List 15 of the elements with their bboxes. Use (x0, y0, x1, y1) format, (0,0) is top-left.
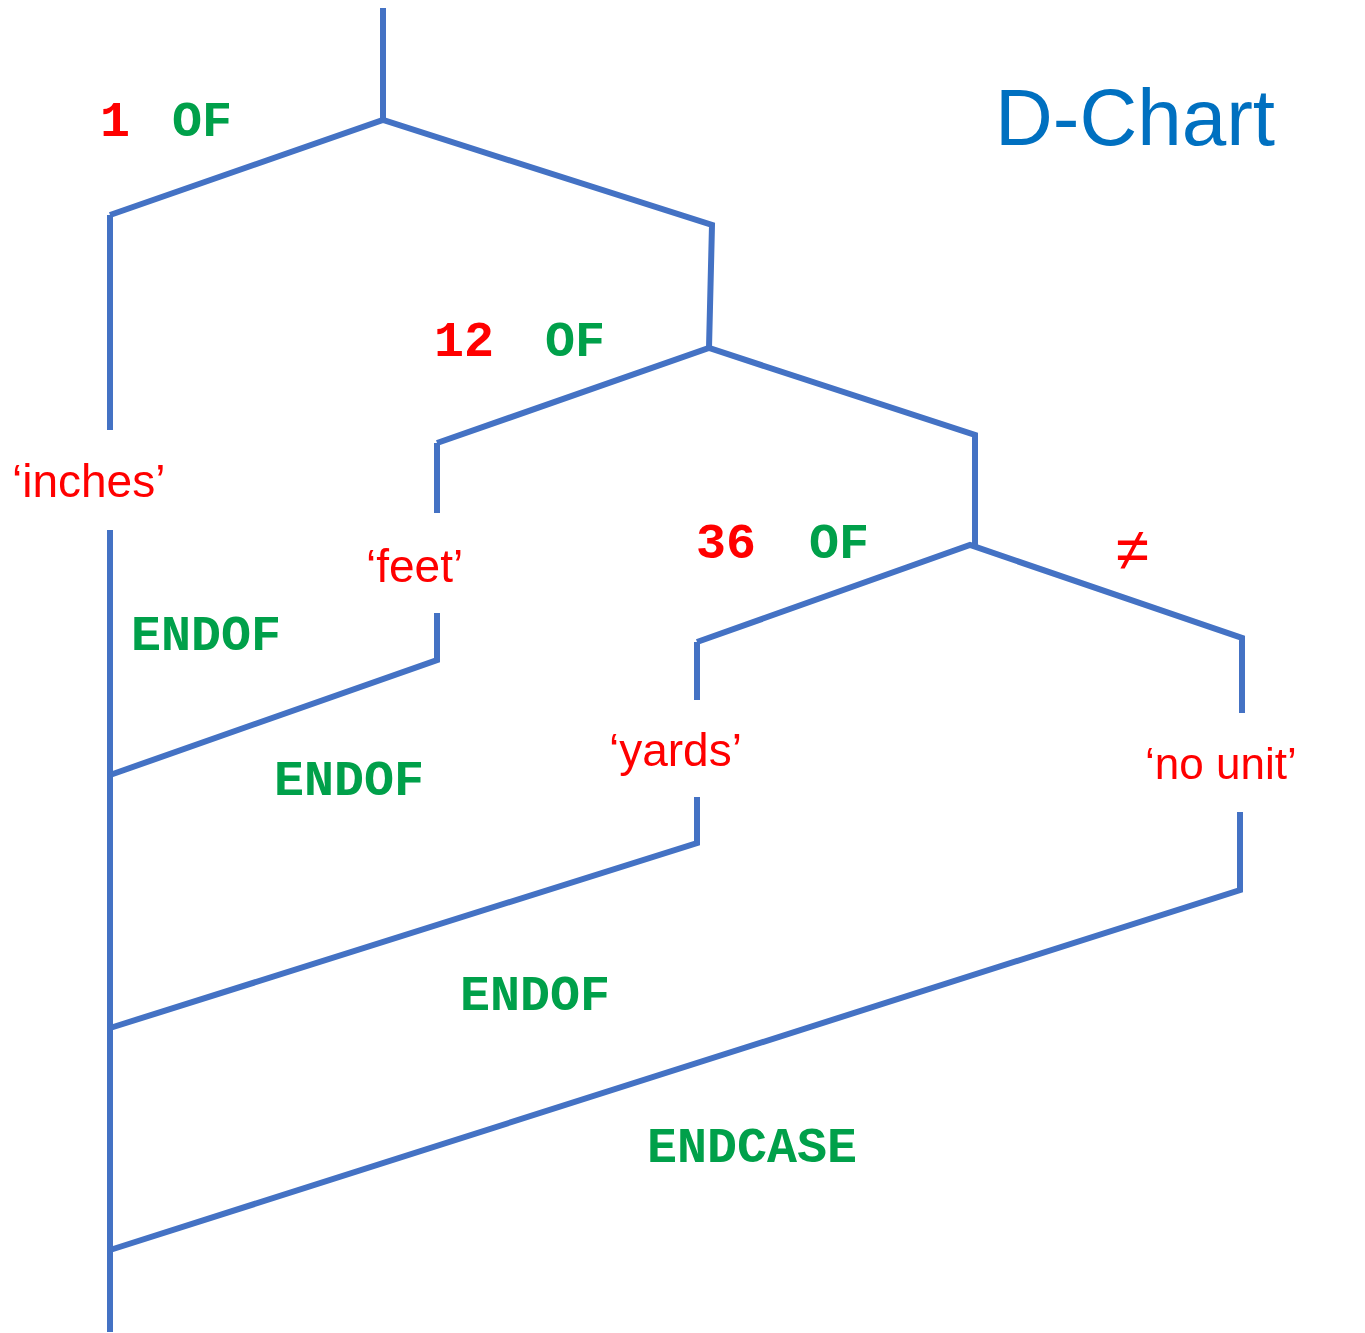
keyword: OF (545, 318, 605, 368)
not-equal-symbol: ≠ (1116, 520, 1149, 580)
string-literal: ‘feet’ (366, 543, 464, 589)
keyword: OF (809, 520, 869, 570)
keyword: ENDOF (460, 972, 611, 1022)
case-value: 36 (696, 520, 756, 570)
keyword: ENDOF (274, 757, 425, 807)
chart-title: D-Chart (995, 78, 1276, 158)
keyword: ENDOF (131, 612, 282, 662)
keyword: OF (172, 98, 232, 148)
string-literal: ‘inches’ (12, 458, 166, 504)
case-value: 1 (100, 98, 130, 148)
case-value: 12 (434, 318, 494, 368)
keyword: ENDCASE (647, 1124, 858, 1174)
string-literal: ‘no unit’ (1145, 742, 1297, 786)
